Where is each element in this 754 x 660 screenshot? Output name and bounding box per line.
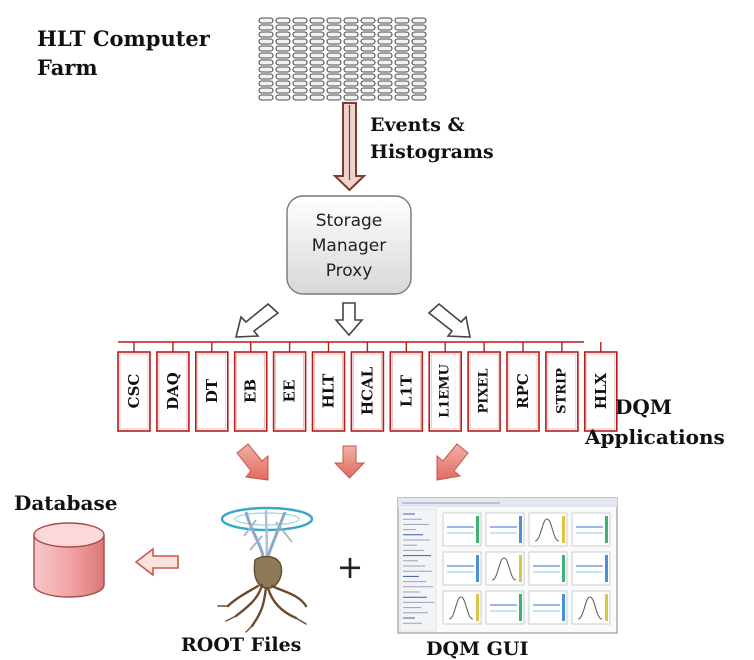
dqm-applications-row: CSC DAQ DT EB EE HLT HCAL L1T L1EMU PIXEL RPC STRIP… <box>117 342 618 432</box>
app-eb: EB <box>233 342 268 432</box>
app-label: PIXEL <box>477 368 492 413</box>
app-label: EB <box>242 379 260 403</box>
database-cylinder-icon <box>33 522 105 598</box>
hollow-arrow-right <box>427 302 471 338</box>
app-dt: DT <box>195 342 229 432</box>
app-ee: EE <box>272 342 307 432</box>
app-l1emu: L1EMU <box>428 342 463 432</box>
storage-manager-line1: Storage <box>316 211 383 231</box>
hollow-arrow-left <box>234 302 280 338</box>
app-label: CSC <box>125 374 143 409</box>
storage-manager-line2: Manager <box>312 236 387 256</box>
red-arrow-left <box>236 443 269 481</box>
app-hcal: HCAL <box>350 342 385 432</box>
root-files-label: ROOT Files <box>181 634 301 656</box>
app-strip: STRIP <box>545 342 579 432</box>
app-daq: DAQ <box>156 342 190 432</box>
app-label: HLT <box>320 373 338 408</box>
farm-label-line1: HLT Computer <box>37 26 211 51</box>
applications-label-line1: DQM <box>615 395 672 419</box>
dqm-gui-label: DQM GUI <box>426 638 528 660</box>
app-label: EE <box>281 380 299 403</box>
server-grid-icon <box>258 17 427 101</box>
hollow-arrow-center <box>334 302 364 337</box>
gui-screenshot-icon <box>397 497 618 634</box>
app-label: L1T <box>397 374 415 407</box>
flow-label-line2: Histograms <box>370 141 494 163</box>
database-label: Database <box>14 491 117 515</box>
app-csc: CSC <box>117 342 151 432</box>
storage-manager-proxy-box: Storage Manager Proxy <box>286 195 412 295</box>
flow-label-line1: Events & <box>370 114 465 136</box>
app-label: L1EMU <box>438 363 453 417</box>
app-hlx: HLX <box>583 342 618 432</box>
app-hlt: HLT <box>311 342 346 432</box>
app-label: STRIP <box>554 368 569 414</box>
app-rpc: RPC <box>506 342 540 432</box>
app-label: HLX <box>592 372 610 409</box>
app-label: DT <box>203 378 221 403</box>
app-label: HCAL <box>358 366 376 415</box>
app-l1t: L1T <box>389 342 424 432</box>
applications-label-line2: Applications <box>584 425 725 449</box>
storage-manager-line3: Proxy <box>326 261 373 281</box>
red-arrow-center <box>333 445 366 479</box>
plus-sign: + <box>337 548 364 586</box>
events-flow-arrow <box>332 102 367 192</box>
root-tree-icon <box>217 506 314 633</box>
red-arrow-to-database <box>134 547 179 577</box>
farm-label-line2: Farm <box>37 55 98 80</box>
app-label: DAQ <box>164 372 182 410</box>
app-label: RPC <box>514 373 532 409</box>
app-pixel: PIXEL <box>467 342 501 432</box>
red-arrow-right <box>436 443 469 481</box>
